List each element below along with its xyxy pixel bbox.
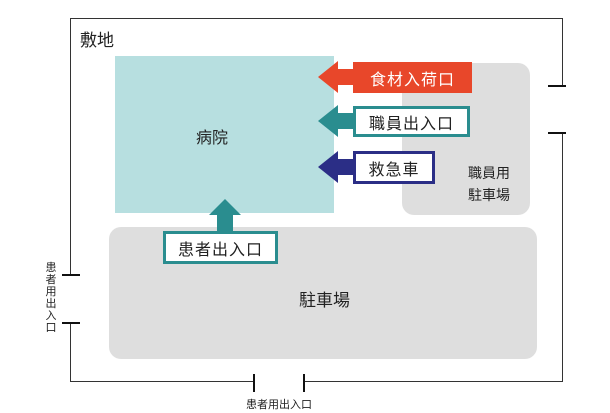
opening-tick-bottom-left	[253, 374, 255, 392]
site-boundary-bottom-right	[304, 381, 563, 382]
opening-tick-bottom-right	[303, 374, 305, 392]
site-boundary-top	[70, 18, 563, 19]
opening-tick-left-upper	[62, 274, 80, 276]
hospital-label: 病院	[196, 128, 229, 147]
site-boundary-left-lower	[70, 323, 71, 381]
site-boundary-left-upper	[70, 18, 71, 275]
bottom-patient-opening-label: 患者用出入口	[246, 398, 312, 411]
food-delivery-arrow-icon	[318, 61, 358, 93]
patient-entrance: 患者出入口	[163, 231, 278, 264]
site-label: 敷地	[80, 31, 114, 51]
hospital-area	[115, 56, 334, 213]
emergency-arrow-icon	[318, 151, 358, 183]
staff-parking-label-line1: 職員用	[468, 166, 510, 182]
main-parking-label: 駐車場	[299, 291, 350, 311]
food-delivery-entrance: 食材入荷口	[353, 62, 472, 93]
opening-tick-left-lower	[62, 322, 80, 324]
opening-tick-right-lower	[548, 132, 566, 134]
patient-entrance-arrow-icon	[209, 199, 241, 233]
site-boundary-right-upper	[562, 18, 563, 86]
left-patient-opening-label: 患者用出入口	[45, 261, 57, 334]
staff-parking-label: 職員用 駐車場	[468, 163, 510, 207]
emergency-entrance: 救急車	[353, 151, 435, 184]
staff-parking-label-line2: 駐車場	[468, 188, 510, 204]
opening-tick-right-upper	[548, 85, 566, 87]
site-boundary-bottom-left	[70, 381, 254, 382]
site-boundary-right-lower	[562, 133, 563, 381]
staff-entrance-arrow-icon	[318, 105, 358, 137]
staff-entrance: 職員出入口	[353, 106, 470, 137]
